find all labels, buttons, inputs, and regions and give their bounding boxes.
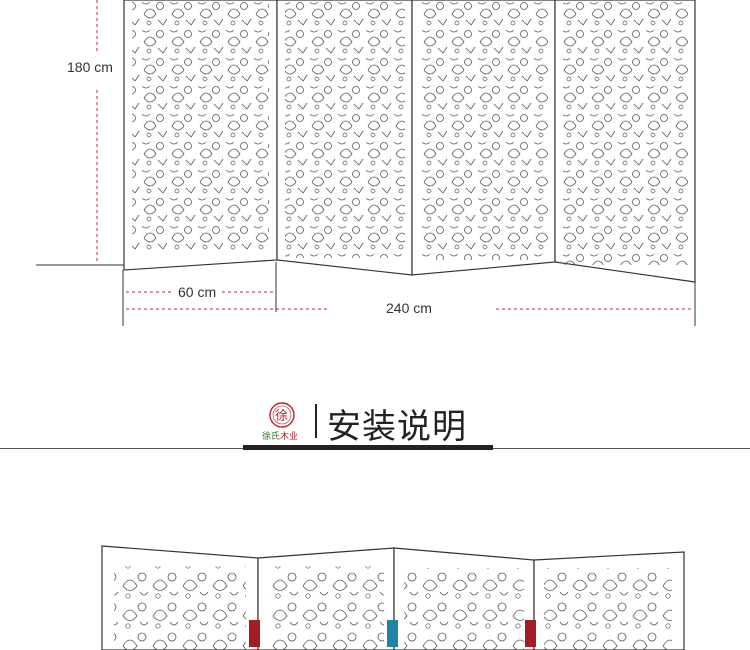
header-underline-bar [243,445,493,450]
total-width-dimension [126,282,696,326]
screen-panel-1 [123,0,278,271]
screen-panel-3 [411,0,556,276]
hinge-marker-teal [387,620,398,647]
hinge-marker-red-2 [525,620,536,647]
panel-width-dimension-label: 60 cm [178,284,217,300]
height-dimension-label: 180 cm [67,59,113,75]
screen-dimension-drawing [36,0,696,326]
screen-panel-4 [554,0,696,283]
brand-name-main: 徐氏 [262,432,281,442]
total-width-dimension-label: 240 cm [386,300,432,316]
screen-panel-2 [276,0,413,276]
brand-seal-char: 徐 [275,409,289,424]
title-divider [315,404,317,438]
install-panel-4 [533,551,685,650]
install-panel-2 [257,547,395,650]
install-panel-3 [393,547,535,650]
section-title: 安装说明 [327,407,467,447]
height-dimension [36,0,124,266]
brand-name-suffix: 木业 [280,432,299,442]
brand-name: 徐氏木业 [262,429,298,442]
install-panel-1 [101,545,259,650]
brand-seal-icon [269,402,295,428]
installation-illustration [101,545,685,650]
hinge-marker-red-1 [249,620,260,647]
panel-width-dimension [122,262,277,326]
